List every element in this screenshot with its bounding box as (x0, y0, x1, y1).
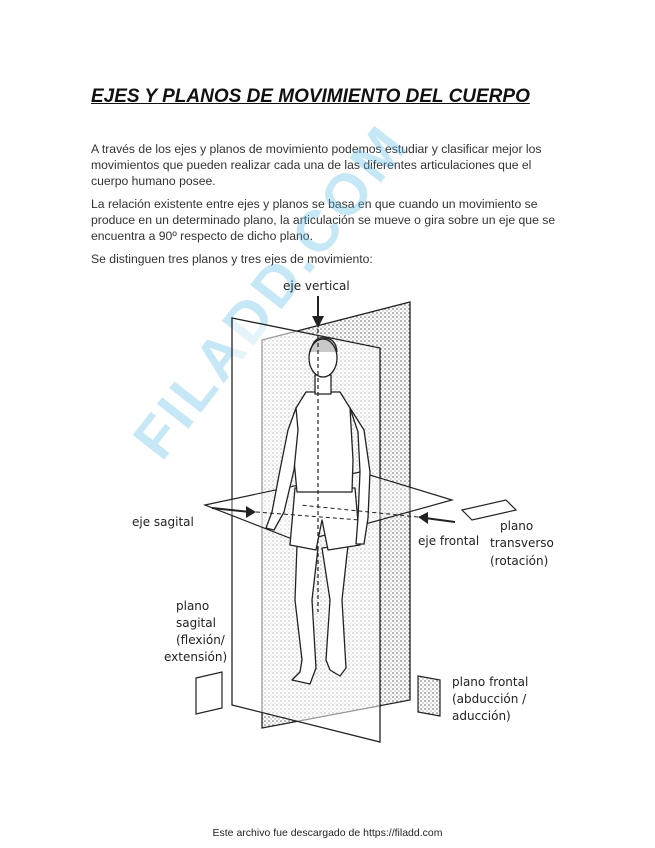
plano-transverso-line1: plano (500, 519, 533, 533)
transverse-legend-square (460, 499, 518, 521)
download-footer: Este archivo fue descargado de https://f… (212, 827, 443, 839)
page-title: EJES Y PLANOS DE MOVIMIENTO DEL CUERPO (91, 86, 530, 107)
relation-paragraph: La relación existente entre ejes y plano… (91, 197, 556, 243)
plano-frontal-line3: aducción) (452, 709, 511, 723)
plano-frontal-line1: plano frontal (452, 675, 528, 689)
plano-transverso-line3: (rotación) (490, 554, 548, 568)
plano-sagital-line4: extensión) (164, 650, 227, 664)
frontal-legend-square (417, 675, 441, 717)
sagital-axis-arrow (211, 507, 251, 513)
planes-intro-paragraph: Se distinguen tres planos y tres ejes de… (91, 252, 373, 266)
intro-paragraph: A través de los ejes y planos de movimie… (91, 142, 542, 188)
plano-sagital-line3: (flexión/ (176, 633, 226, 647)
eje-sagital-label: eje sagital (132, 515, 194, 529)
frontal-axis-arrow (424, 517, 456, 523)
sagittal-legend-square (195, 671, 223, 715)
eje-frontal-label: eje frontal (418, 534, 479, 548)
plano-transverso-line2: transverso (490, 536, 554, 550)
human-figure (265, 337, 371, 685)
plano-sagital-line2: sagital (176, 616, 216, 630)
plano-frontal-line2: (abducción / (452, 692, 527, 706)
plano-sagital-line1: plano (176, 599, 209, 613)
eje-vertical-label: eje vertical (283, 279, 350, 293)
